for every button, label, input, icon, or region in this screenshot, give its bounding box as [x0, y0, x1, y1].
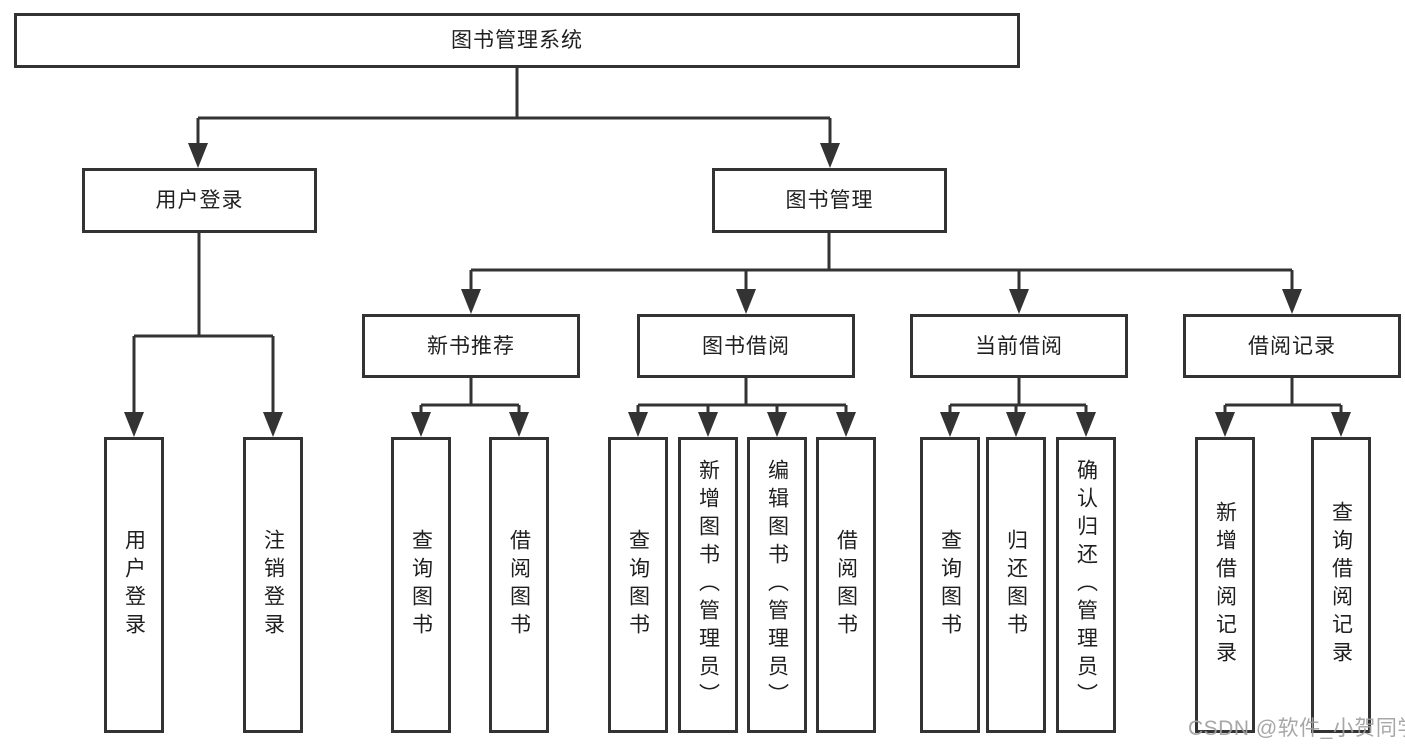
leaf-edit-book-admin: 编辑图书（管理员）	[747, 437, 807, 733]
leaf-logout: 注销登录	[243, 437, 303, 733]
node-label: 当前借阅	[975, 334, 1063, 358]
csdn-watermark: CSDN @软件_小贺同学	[1188, 717, 1405, 740]
leaf-query-book: 查询图书	[608, 437, 668, 733]
leaf-label: 查询图书	[626, 529, 650, 641]
leaf-query-book: 查询图书	[391, 437, 451, 733]
connector-book-management	[469, 233, 1294, 290]
leaf-user-login: 用户登录	[104, 437, 164, 733]
leaf-label: 编辑图书（管理员）	[765, 459, 789, 711]
node-label: 用户登录	[155, 189, 244, 212]
leaf-label: 查询图书	[409, 529, 433, 641]
leaf-label: 查询图书	[938, 529, 962, 641]
leaf-return-book: 归还图书	[986, 437, 1046, 733]
leaf-query-book: 查询图书	[920, 437, 980, 733]
leaf-borrow-book: 借阅图书	[489, 437, 549, 733]
connector-book-borrow	[636, 378, 848, 413]
leaf-label: 新增借阅记录	[1213, 501, 1237, 669]
node-label: 新书推荐	[427, 334, 515, 358]
node-label: 借阅记录	[1248, 334, 1336, 358]
node-book-management: 图书管理	[712, 168, 947, 233]
leaf-label: 用户登录	[122, 529, 146, 641]
node-label: 图书管理系统	[451, 29, 583, 52]
node-user-login: 用户登录	[82, 168, 317, 233]
connector-current-borrow	[948, 378, 1088, 413]
node-library-system: 图书管理系统	[14, 13, 1020, 68]
leaf-label: 新增图书（管理员）	[696, 459, 720, 711]
node-current-borrow: 当前借阅	[910, 314, 1128, 378]
connector-new-book	[419, 378, 521, 413]
node-book-borrow: 图书借阅	[637, 314, 855, 378]
leaf-label: 注销登录	[261, 529, 285, 641]
leaf-label: 查询借阅记录	[1329, 501, 1353, 669]
leaf-add-borrow-record: 新增借阅记录	[1195, 437, 1255, 733]
connector-user-login	[132, 233, 275, 413]
node-borrow-record: 借阅记录	[1183, 314, 1401, 378]
leaf-label: 归还图书	[1004, 529, 1028, 641]
node-label: 图书管理	[785, 189, 874, 212]
node-label: 图书借阅	[702, 334, 790, 358]
connector-root	[196, 68, 832, 144]
leaf-label: 借阅图书	[507, 529, 531, 641]
connector-borrow-record	[1223, 378, 1343, 413]
leaf-confirm-return-admin: 确认归还（管理员）	[1056, 437, 1116, 733]
leaf-borrow-book: 借阅图书	[816, 437, 876, 733]
leaf-query-borrow-record: 查询借阅记录	[1311, 437, 1371, 733]
node-new-book-recommend: 新书推荐	[362, 314, 580, 378]
leaf-label: 确认归还（管理员）	[1074, 459, 1098, 711]
leaf-add-book-admin: 新增图书（管理员）	[678, 437, 738, 733]
leaf-label: 借阅图书	[834, 529, 858, 641]
